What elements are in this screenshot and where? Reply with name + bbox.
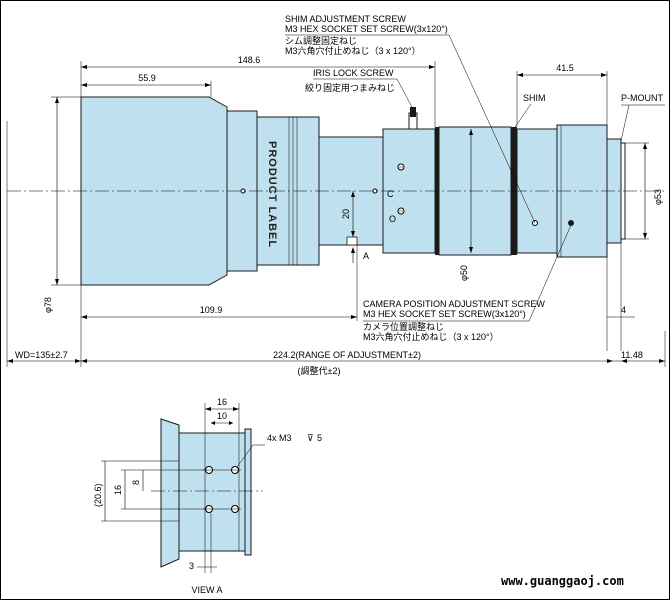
dim-range: 224.2(RANGE OF ADJUSTMENT±2) (273, 350, 421, 360)
svg-text:P-MOUNT: P-MOUNT (621, 93, 663, 103)
dim-d53: φ53 (653, 189, 663, 205)
svg-text:8: 8 (131, 480, 141, 485)
dim-d78: φ78 (43, 297, 53, 313)
svg-text:IRIS LOCK SCREW: IRIS LOCK SCREW (313, 68, 394, 78)
svg-text:3: 3 (189, 561, 194, 571)
dim-148: 148.6 (238, 55, 261, 65)
svg-text:CAMERA POSITION ADJUSTMENT SCR: CAMERA POSITION ADJUSTMENT SCREW (363, 299, 545, 309)
svg-text:C: C (387, 189, 394, 199)
dim-55: 55.9 (138, 73, 156, 83)
svg-text:シム調整固定ねじ: シム調整固定ねじ (285, 35, 357, 46)
svg-text:M3六角穴付止めねじ（3 x 120°）: M3六角穴付止めねじ（3 x 120°） (363, 331, 499, 342)
dim-11: 11.48 (621, 350, 643, 360)
dim-109: 109.9 (200, 305, 223, 315)
callout-shim: SHIM (514, 93, 546, 128)
svg-text:SHIM: SHIM (523, 93, 546, 103)
dim-20: 20 (341, 209, 351, 219)
website-watermark: www.guanggaoj.com (501, 574, 624, 588)
svg-text:SHIM ADJUSTMENT SCREW: SHIM ADJUSTMENT SCREW (285, 14, 406, 24)
svg-text:O: O (389, 214, 396, 224)
svg-text:カメラ位置調整ねじ: カメラ位置調整ねじ (363, 321, 444, 332)
product-label: PRODUCT LABEL (266, 141, 278, 248)
svg-text:M3 HEX SOCKET SET SCREW(3x120°: M3 HEX SOCKET SET SCREW(3x120°) (363, 309, 526, 319)
svg-text:⊽: ⊽ (307, 433, 314, 443)
view-a-title: VIEW A (191, 585, 222, 595)
svg-text:(20.6): (20.6) (93, 483, 103, 507)
callout-p-mount: P-MOUNT (620, 93, 665, 142)
dim-4: 4 (621, 305, 626, 315)
svg-text:5: 5 (317, 433, 322, 443)
svg-text:16: 16 (217, 397, 227, 407)
callout-camera-screw: CAMERA POSITION ADJUSTMENT SCREW M3 HEX … (363, 224, 572, 342)
dim-d50: φ50 (459, 265, 469, 281)
dim-range-jp: (調整代±2) (298, 365, 341, 376)
callout-shim-screw: SHIM ADJUSTMENT SCREW M3 HEX SOCKET SET … (285, 14, 536, 224)
view-a-marker: A (363, 251, 369, 261)
svg-text:M3 HEX SOCKET SET SCREW(3x120°: M3 HEX SOCKET SET SCREW(3x120°) (285, 24, 448, 34)
svg-text:M3六角穴付止めねじ（3 x 120°）: M3六角穴付止めねじ（3 x 120°） (285, 45, 421, 56)
view-a: 16 10 (20.6) 16 8 3 4x M3 ⊽ 5 VIEW A (93, 397, 322, 595)
svg-text:絞り固定用つまみねじ: 絞り固定用つまみねじ (305, 82, 395, 93)
svg-text:10: 10 (217, 411, 227, 421)
svg-text:16: 16 (113, 485, 123, 495)
svg-text:4x M3: 4x M3 (267, 433, 292, 443)
dim-41: 41.5 (556, 63, 574, 73)
callout-iris-lock: IRIS LOCK SCREW 絞り固定用つまみねじ (305, 68, 414, 110)
dim-wd: WD=135±2.7 (15, 350, 68, 360)
